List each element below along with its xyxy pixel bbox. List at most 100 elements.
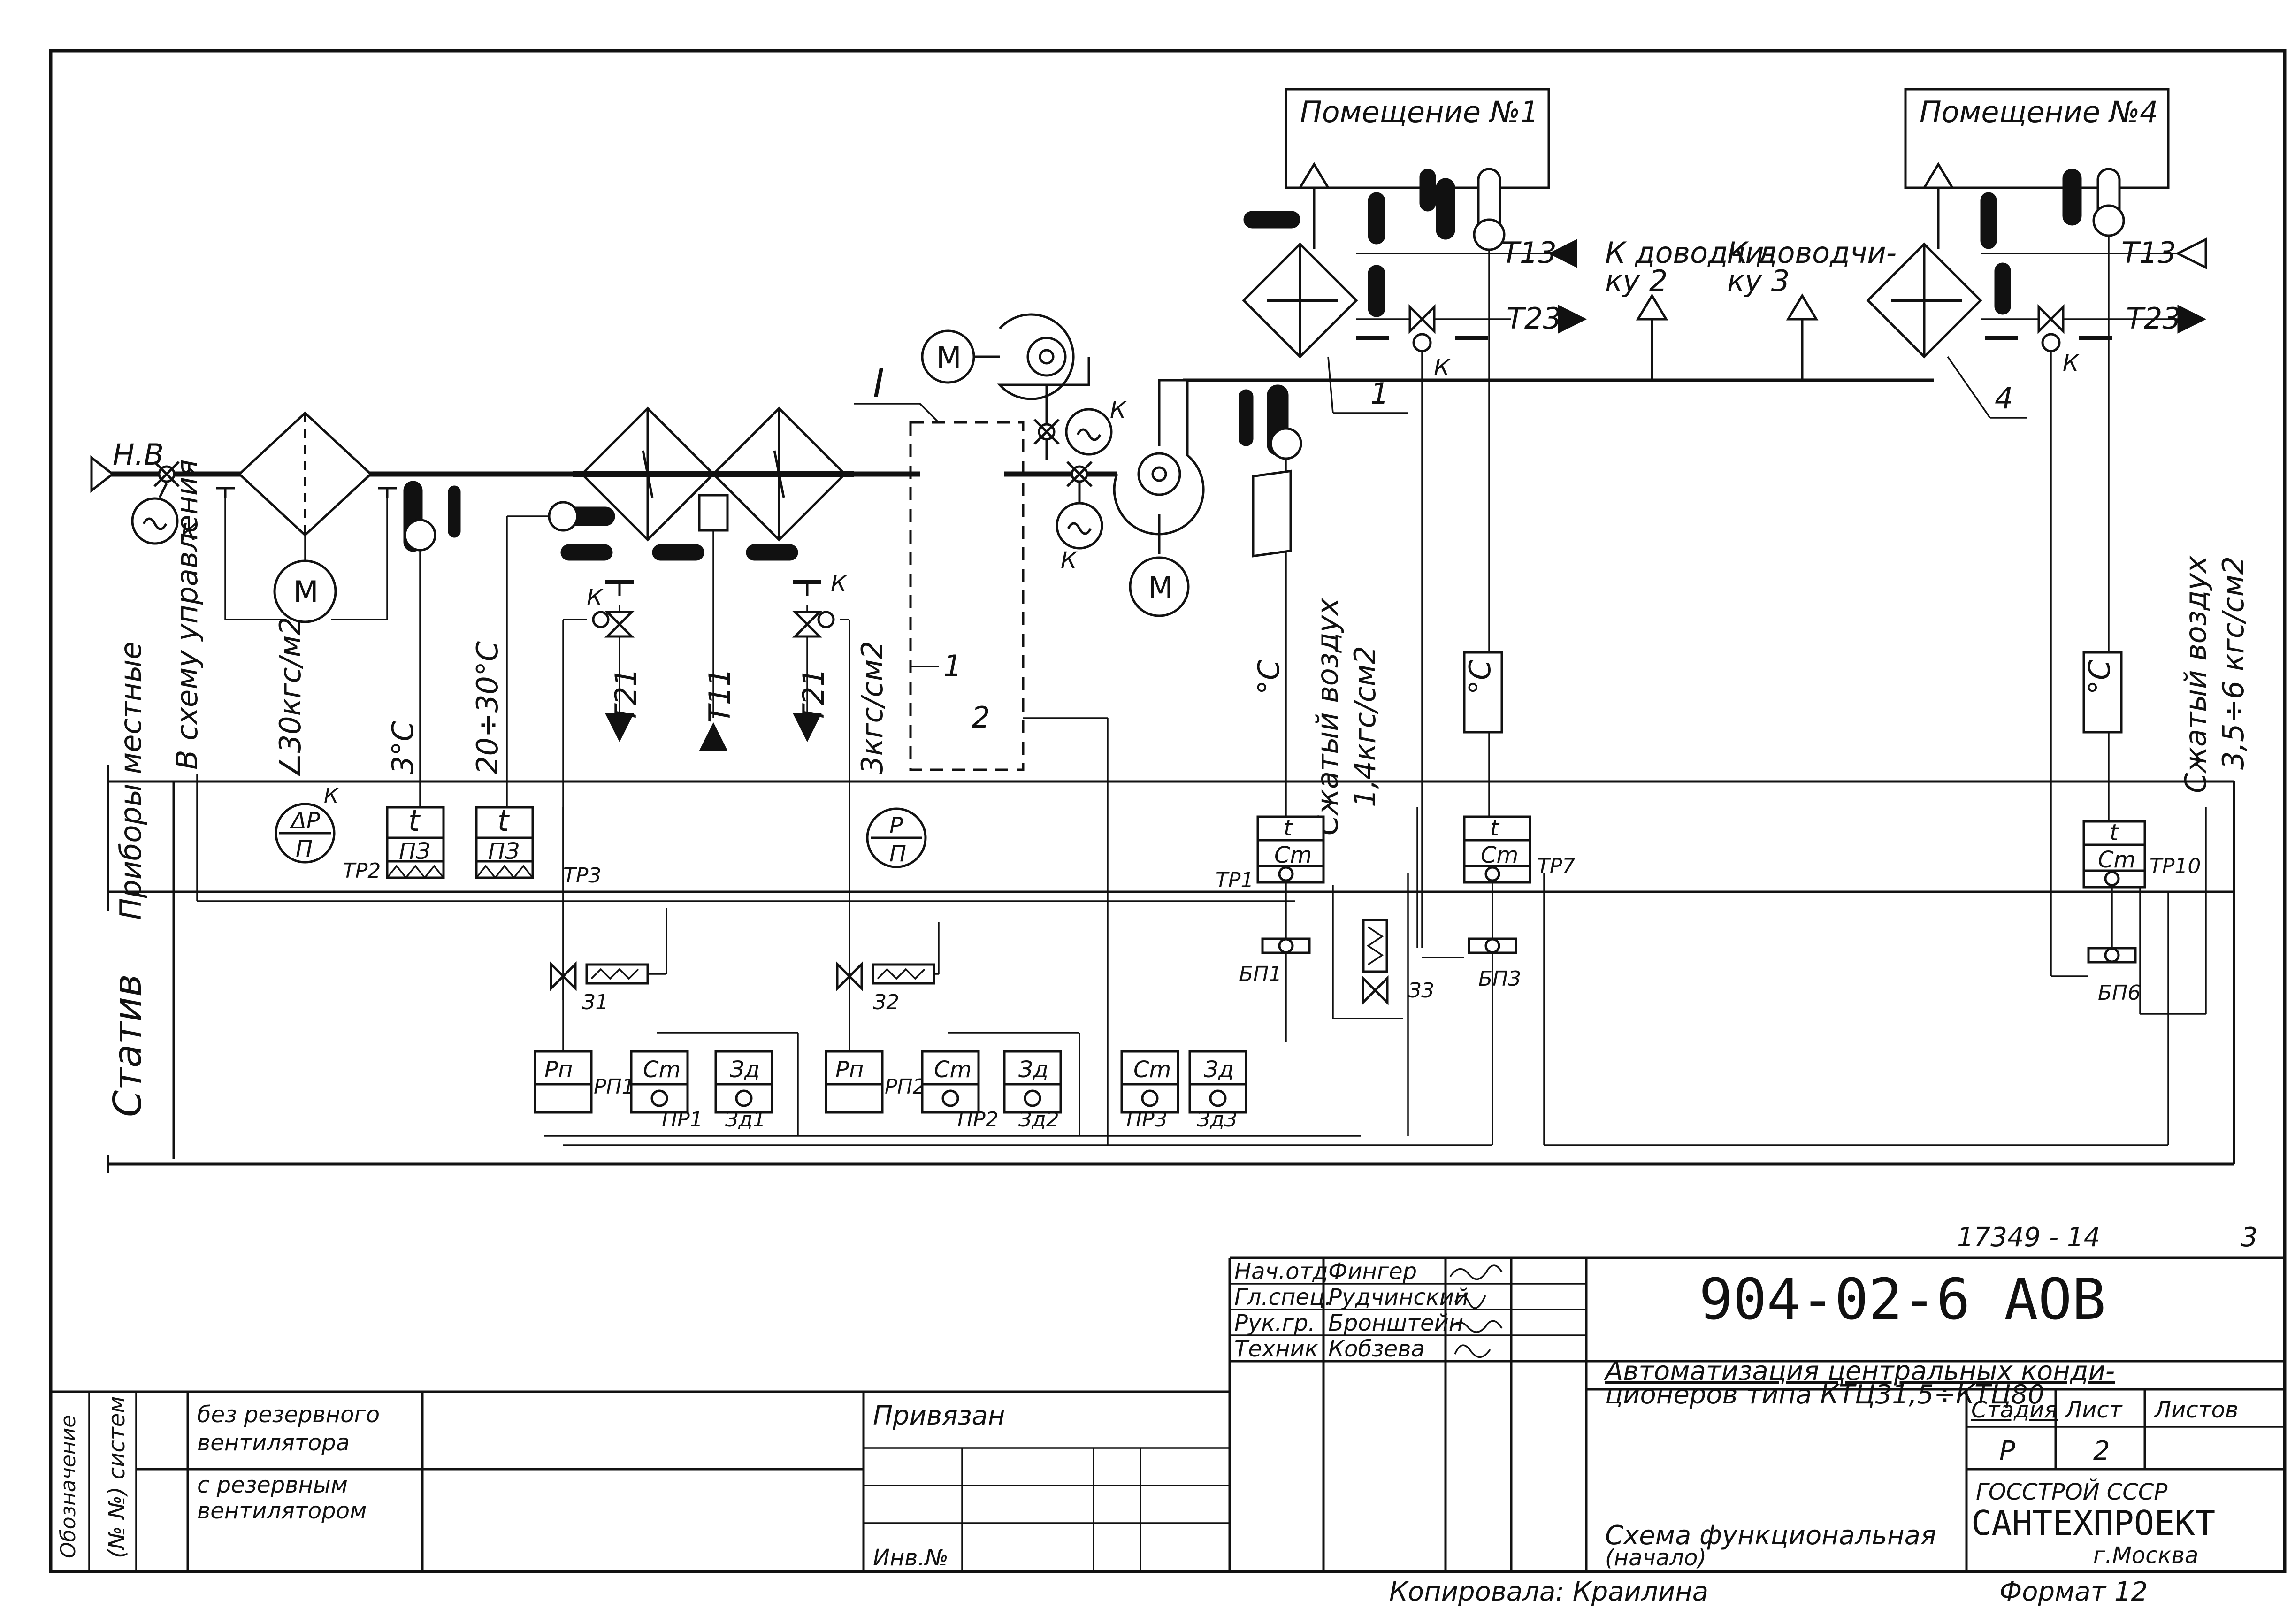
room-1-label: Помещение №1 xyxy=(1300,95,1539,129)
stage-header: Стадия xyxy=(1971,1397,2058,1423)
sheet-value: 2 xyxy=(2093,1436,2110,1466)
controller-group-3: Сm ПР3 Зд Зд3 xyxy=(1120,1050,1247,1132)
line-t13-room1: Т13 xyxy=(1502,236,1577,270)
line-t13-room4: Т13 xyxy=(2121,236,2207,270)
dp-bot: П xyxy=(296,836,313,862)
subtitle-note: (начало) xyxy=(1605,1545,1706,1571)
line-t23b: Т23 xyxy=(2126,301,2181,336)
tr10-cm: Сm xyxy=(2098,847,2135,873)
vertical-labels: В схему управления ∠30кгс/м2 3°С 20÷30°С… xyxy=(106,460,2250,1117)
signature-4 xyxy=(1454,1344,1491,1358)
instrument-tr7: t Сm ТР7 xyxy=(1463,815,1575,884)
air-filter: М xyxy=(216,411,397,623)
supply-fan-2: М К xyxy=(1057,379,1205,617)
row-lines xyxy=(107,765,2235,1173)
line-t21b: Т21 xyxy=(796,668,831,723)
z1-tag: З1 xyxy=(582,990,608,1014)
p-top: P xyxy=(889,812,903,839)
tr3-t: t xyxy=(497,804,510,838)
sensor-blob-b xyxy=(652,544,704,561)
degc3-text: °С xyxy=(2082,659,2117,695)
copied-by: Копировала: Краилина xyxy=(1389,1577,1708,1607)
signature-1 xyxy=(1449,1264,1503,1280)
name-2: Рудчинский xyxy=(1328,1284,1469,1310)
role-1: Нач.отд xyxy=(1234,1258,1328,1285)
actuator-z1: З1 xyxy=(551,908,667,1014)
reheater-4: 4 К xyxy=(1866,192,2187,976)
closer2-line2: ку 2 xyxy=(1605,264,1668,298)
relay-bp6: БП6 xyxy=(2087,947,2141,1005)
temp3-label: 3°С xyxy=(386,721,420,774)
fan1-k: К xyxy=(1110,397,1127,423)
pr1-cm: Сm xyxy=(643,1057,681,1083)
role-4: Техник xyxy=(1234,1336,1318,1362)
air1-title: Сжатый воздух xyxy=(1310,598,1345,835)
relay-bp1: БП1 xyxy=(1239,937,1311,986)
name-4: Кобзева xyxy=(1328,1336,1425,1362)
z3-tag: З3 xyxy=(1408,979,1434,1003)
rp1-tag: РП1 xyxy=(594,1075,635,1099)
controller-group-2: Рп РП2 Сm ПР2 Зд Зд2 xyxy=(825,1050,1062,1132)
zd2-label: Зд xyxy=(1018,1057,1048,1083)
temp-sensor-3c xyxy=(403,481,461,807)
heater-coil-1 xyxy=(573,408,723,540)
degc2-text: °С xyxy=(1463,659,1497,695)
tr1-tag: ТР1 xyxy=(1216,868,1254,892)
systems-side: Обозначение xyxy=(56,1415,80,1558)
chamber-label-i: I xyxy=(873,361,884,406)
rp2-tag: РП2 xyxy=(885,1075,926,1099)
temp20-label: 20÷30°С xyxy=(470,641,505,774)
signature-3 xyxy=(1449,1320,1503,1333)
sheet-corner: 3 xyxy=(2241,1222,2258,1253)
outdoor-air-label: Н.В xyxy=(113,437,164,472)
tr1-cm: Сm xyxy=(1274,842,1312,868)
degc-tag-3: °С xyxy=(2082,651,2123,734)
air1-value: 1,4кгс/см2 xyxy=(1348,646,1382,807)
bp3-tag: БП3 xyxy=(1478,967,1521,991)
sheet-header: Лист xyxy=(2064,1397,2123,1423)
zd1-label: Зд xyxy=(730,1057,760,1083)
row-stand-label: Статив xyxy=(106,974,150,1117)
name-3: Бронштейн xyxy=(1328,1310,1463,1336)
title-block: 17349 - 14 3 Нач.отд Гл.спец. Рук.гр. Те… xyxy=(51,1222,2285,1607)
role-3: Рук.гр. xyxy=(1234,1310,1316,1336)
bp6-tag: БП6 xyxy=(2098,981,2141,1005)
tr3-pz: ПЗ xyxy=(488,838,520,865)
dp-k: К xyxy=(324,784,339,808)
pr3-tag: ПР3 xyxy=(1126,1108,1168,1132)
line-t23-room4: Т23 xyxy=(2126,301,2207,336)
tr7-tag: ТР7 xyxy=(1537,854,1575,878)
format: Формат 12 xyxy=(1999,1577,2148,1607)
supply-fan-1: М К xyxy=(921,313,1127,460)
drain-box xyxy=(698,494,729,532)
closer3-line2: ку 3 xyxy=(1727,264,1790,298)
temp-sensor-20-30 xyxy=(506,501,615,807)
line-t11: Т11 xyxy=(703,668,737,723)
org-line-2: САНТЕХПРОЕКТ xyxy=(1971,1503,2215,1543)
stand-wiring xyxy=(544,807,2207,1146)
room-4-label: Помещение №4 xyxy=(1920,95,2158,129)
filter-motor-m: М xyxy=(293,575,319,609)
actuator-z3: З3 xyxy=(1363,919,1434,1003)
zd3-tag: Зд3 xyxy=(1197,1108,1238,1132)
tr1-t: t xyxy=(1284,815,1293,841)
p-bot: П xyxy=(889,841,906,867)
zd2-tag: Зд2 xyxy=(1018,1108,1059,1132)
line-t13a: Т13 xyxy=(1502,236,1557,270)
closer-3-branch: К доводчи- ку 3 xyxy=(1727,236,1897,380)
tr10-t: t xyxy=(2110,820,2119,846)
line-t13b: Т13 xyxy=(2121,236,2176,270)
rp2-label: Рп xyxy=(835,1057,864,1083)
duct-temp-sensor xyxy=(1239,384,1302,826)
rp1-label: Рп xyxy=(544,1057,573,1083)
subtitle: Схема функциональная xyxy=(1605,1520,1936,1551)
pr1-tag: ПР1 xyxy=(662,1108,703,1132)
fan2-k: К xyxy=(1061,547,1078,574)
reheater4-leader: 4 xyxy=(1995,381,2013,415)
systems-col: (№ №) систем xyxy=(104,1396,130,1559)
city: г.Москва xyxy=(2093,1542,2198,1569)
heater-coil-2 xyxy=(704,408,854,540)
name-1: Фингер xyxy=(1328,1258,1417,1285)
actuator-z2: З2 xyxy=(837,922,940,1014)
tr2-t: t xyxy=(408,804,421,838)
